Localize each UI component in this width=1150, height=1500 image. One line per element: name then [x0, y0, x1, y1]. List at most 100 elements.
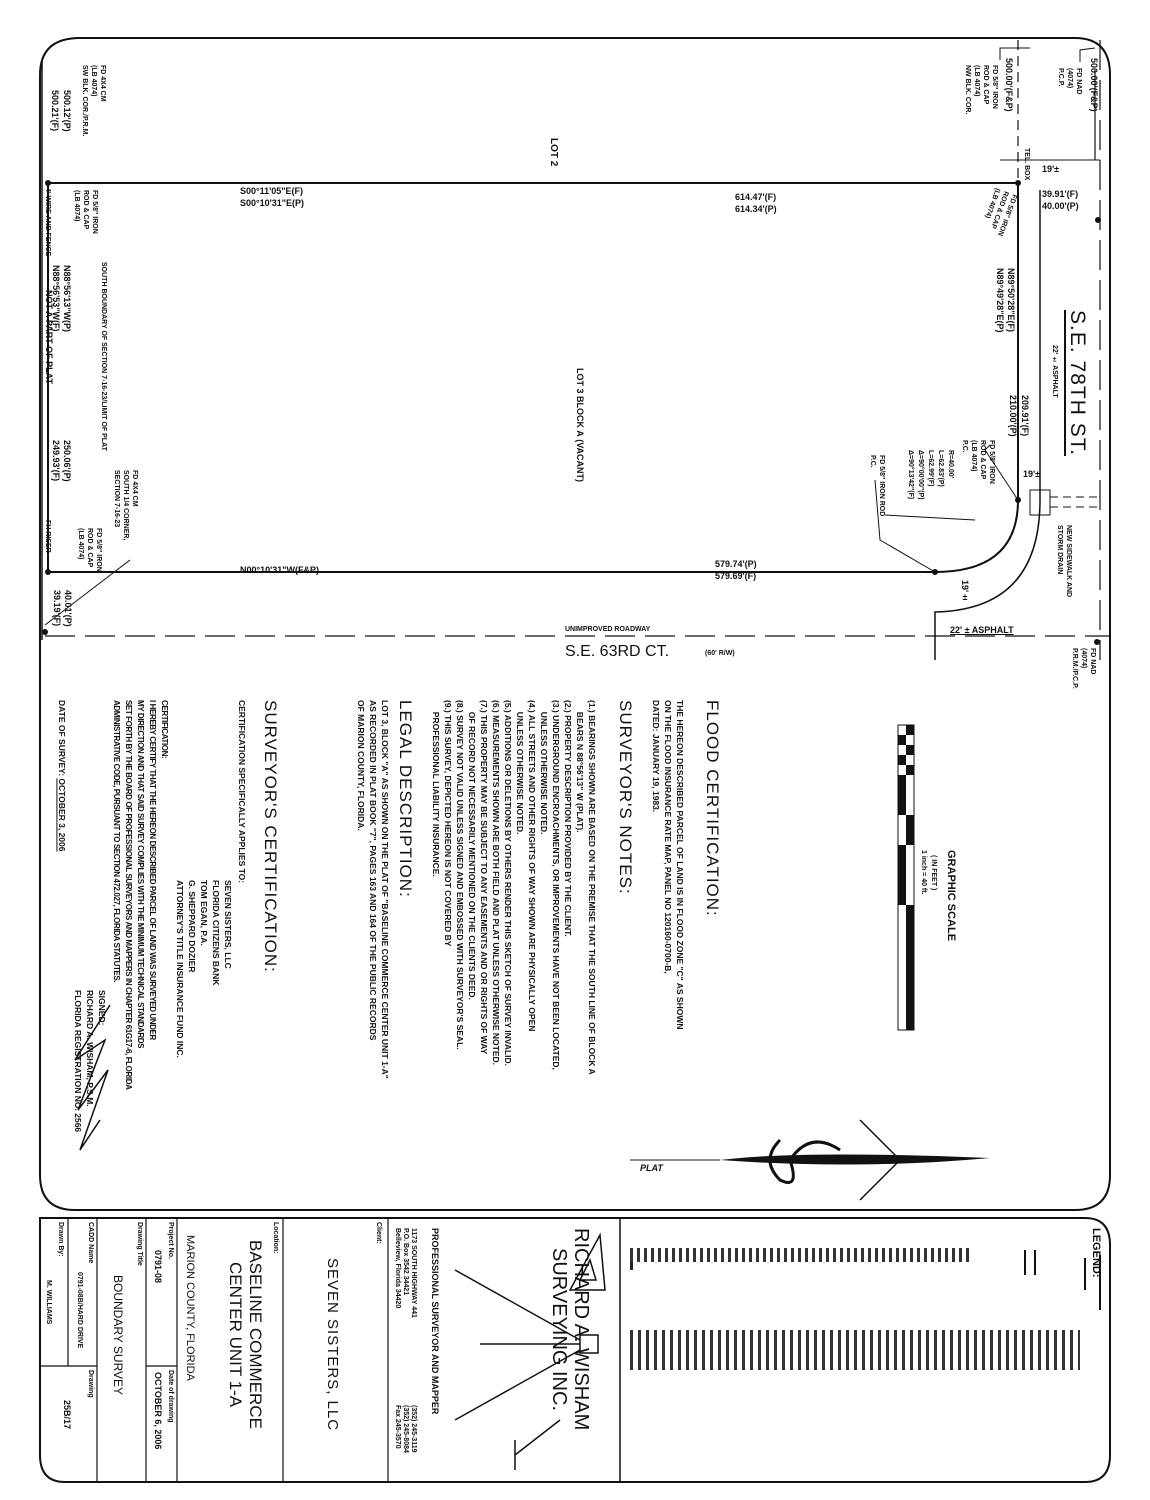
lot-3-block: BLOCK A [575, 396, 585, 437]
date-drawing-label: Date of drawing [167, 1370, 174, 1423]
flood-line: ON THE FLOOD INSURANCE RATE MAP, PANEL N… [663, 700, 673, 974]
title-block-frame [39, 1217, 1111, 1483]
surveyors-certification-heading: SURVEYOR'S CERTIFICATION: [261, 700, 280, 973]
t: FD 4X4 CM [131, 470, 138, 507]
t: ROD & CAP [86, 528, 93, 568]
road-south-name: S.E. 63RD CT. [565, 643, 670, 660]
party: SEVEN SISTERS, LLC [223, 880, 233, 969]
t: ROD & CAP [982, 65, 989, 105]
fd-nail-se-label: FD NAD(4074)P.R.M./P.C.P. [1070, 648, 1097, 689]
plat-frame [39, 37, 1111, 1211]
t: 1173 SOUTH HIGHWAY 441 [410, 1228, 417, 1318]
t: P.O. Box 3542 34421 [402, 1228, 409, 1296]
t: FD 5/8" IRON ROD [878, 455, 885, 517]
lot-2-label: LOT 2 [548, 138, 559, 167]
top-dist-1: 500.00'(F&P) [1004, 58, 1014, 112]
t: FD 4X4 CM [99, 65, 106, 102]
west-dist-p: 250.06'(P) [62, 440, 72, 482]
cert-line: I HEREBY CERTIFY THAT THE HEREON DESCRIB… [148, 700, 157, 1040]
east-bearing-f: N89°50'28"E(F) [1006, 268, 1016, 333]
note-line: (3.) UNDERGROUND ENCROACHMENTS, OR IMPRO… [551, 700, 561, 1070]
legal-description-text: LOT 3, BLOCK "A" AS SHOWN ON THE PLAT OF… [355, 700, 391, 1079]
note-line: (5.) ADDITIONS OR DELETIONS BY OTHERS RE… [503, 700, 513, 1067]
fd-nail-label: FD NAD(4074)P.C.P. [1056, 68, 1083, 94]
wire-fence-label: 4' WIRE AND FENCE [44, 188, 51, 257]
nw-dist-p: 500.12'(P) [62, 90, 72, 132]
note-line: PROFESSIONAL LIABILITY INSURANCE. [431, 700, 441, 877]
note-line: (4.) ALL STREETS AND OTHER RIGHTS OF WAY… [527, 700, 537, 1032]
location-label: Location: [272, 1222, 279, 1254]
south-bearing: N00°10'31"W(F&P) [240, 565, 320, 575]
t: FD NAD [1089, 648, 1096, 675]
registration-number: FLORIDA REGISTRATION NO. 2566 [73, 990, 83, 1133]
date-of-survey: DATE OF SURVEY: OCTOBER 3, 2006 [56, 700, 68, 852]
t: Belleview, Florida 34420 [394, 1228, 401, 1309]
graphic-scale-bar [897, 724, 915, 1031]
legend-symbols [1024, 1250, 1101, 1310]
date-value: OCTOBER 3, 2006 [57, 778, 67, 852]
client-label: Client: [375, 1222, 382, 1244]
note-line: (8.) SURVEY NOT VALID UNLESS SIGNED AND … [455, 700, 465, 1050]
signature-scribble [74, 1004, 111, 1151]
party: G. SHEPPARD DOZIER [187, 880, 197, 973]
east-dist-p: 210.00'(P) [1008, 395, 1018, 437]
surveyors-notes-list: (1.) BEARINGS SHOWN ARE BASED ON THE PRE… [430, 700, 598, 1075]
t: P.C. [961, 440, 968, 453]
signed-label: SIGNED: [97, 990, 107, 1026]
surveyors-notes-heading: SURVEYOR'S NOTES: [616, 700, 635, 895]
note-line: BEARS N 88°56'13" W (PLAT). [575, 700, 585, 833]
curve-radius: R=40.00' [947, 450, 954, 479]
lot-3-vacant: (VACANT) [575, 439, 585, 483]
note-line: UNLESS OTHERWISE NOTED. [515, 700, 525, 835]
curve-data: R=40.00' L=62.83'(P) L=62.99'(F) Δ=90°00… [905, 450, 955, 500]
project-number: 0791-08 [153, 1250, 163, 1284]
t: P.C. [869, 455, 876, 468]
flood-line: DATED: JANUARY 19, 1983. [651, 700, 661, 813]
signature-block: SIGNED: RICHARD A. WISHAM, P.S.M. FLORID… [72, 990, 108, 1132]
cert-line: CERTIFICATION: [160, 700, 169, 759]
road-south-row: (60' R/W) [705, 650, 735, 657]
company-name: RICHARD A. WISHAM SURVEYING INC. [548, 1228, 592, 1430]
company-line: SURVEYING INC. [548, 1248, 570, 1411]
curve-delta-f: Δ=90°13'42"(F) [907, 450, 914, 500]
section-line-label: SOUTH BOUNDARY OF SECTION 7-16-23/LIMIT … [100, 262, 107, 451]
drawing-number: 25B/17 [62, 1400, 72, 1430]
client-name: SEVEN SISTERS, LLC [324, 1258, 341, 1432]
curve-delta-p: Δ=90°00'00"(P) [917, 450, 924, 500]
company-logo [454, 1232, 606, 1470]
t: (4074) [1066, 68, 1073, 89]
t: NW BLK. COR. [964, 65, 971, 115]
road-east-name: S.E. 78TH ST. [1066, 310, 1089, 457]
nw-dist-f: 500.21'(F) [50, 90, 60, 132]
t: CENTER UNIT 1-A [226, 1261, 245, 1408]
graphic-scale-title: GRAPHIC SCALE [945, 850, 957, 942]
t: (LB 4074) [73, 190, 80, 222]
t: (LB 4074) [77, 528, 84, 560]
certification-parties: SEVEN SISTERS, LLC FLORIDA CITIZENS BANK… [174, 880, 234, 1058]
note-line: OF RECORD NOT NECESSARILY MENTIONED ON T… [467, 700, 477, 1000]
certification-statement: CERTIFICATION: I HEREBY CERTIFY THAT THE… [110, 700, 170, 1089]
curve-length-p: L=62.83'(P) [937, 450, 944, 487]
t: SOUTH 1/4 CORNER, [122, 470, 129, 541]
graphic-scale-unit: ( IN FEET ) [930, 855, 937, 891]
cadd-label: CADD Name [87, 1222, 94, 1264]
lot-3-line: LOT 3 [575, 368, 585, 394]
drawn-by-label: Drawn By: [57, 1222, 64, 1257]
drawing-label: Drawing [87, 1370, 94, 1398]
width-marker-mid: 19'± [1023, 469, 1041, 479]
west-dist-f: 249.93'(F) [51, 440, 61, 482]
legend-descriptions [630, 1330, 1080, 1370]
note-line: UNLESS OTHERWISE NOTED. [539, 700, 549, 835]
not-part-of-plat: NOT A PART OF PLAT [44, 290, 54, 384]
signer-name: RICHARD A. WISHAM, P.S.M. [85, 990, 95, 1107]
curve-length-f: L=62.99'(F) [927, 450, 934, 487]
t: FD 5/8" IRON [988, 440, 995, 484]
county: MARION COUNTY, FLORIDA [184, 1235, 196, 1381]
asphalt-south-label: 22' ± ASPHALT [950, 625, 1014, 635]
t: SW BLK. COR./P.R.M. [81, 65, 88, 137]
ne-dist-f: 39.91'(F) [1042, 189, 1079, 199]
